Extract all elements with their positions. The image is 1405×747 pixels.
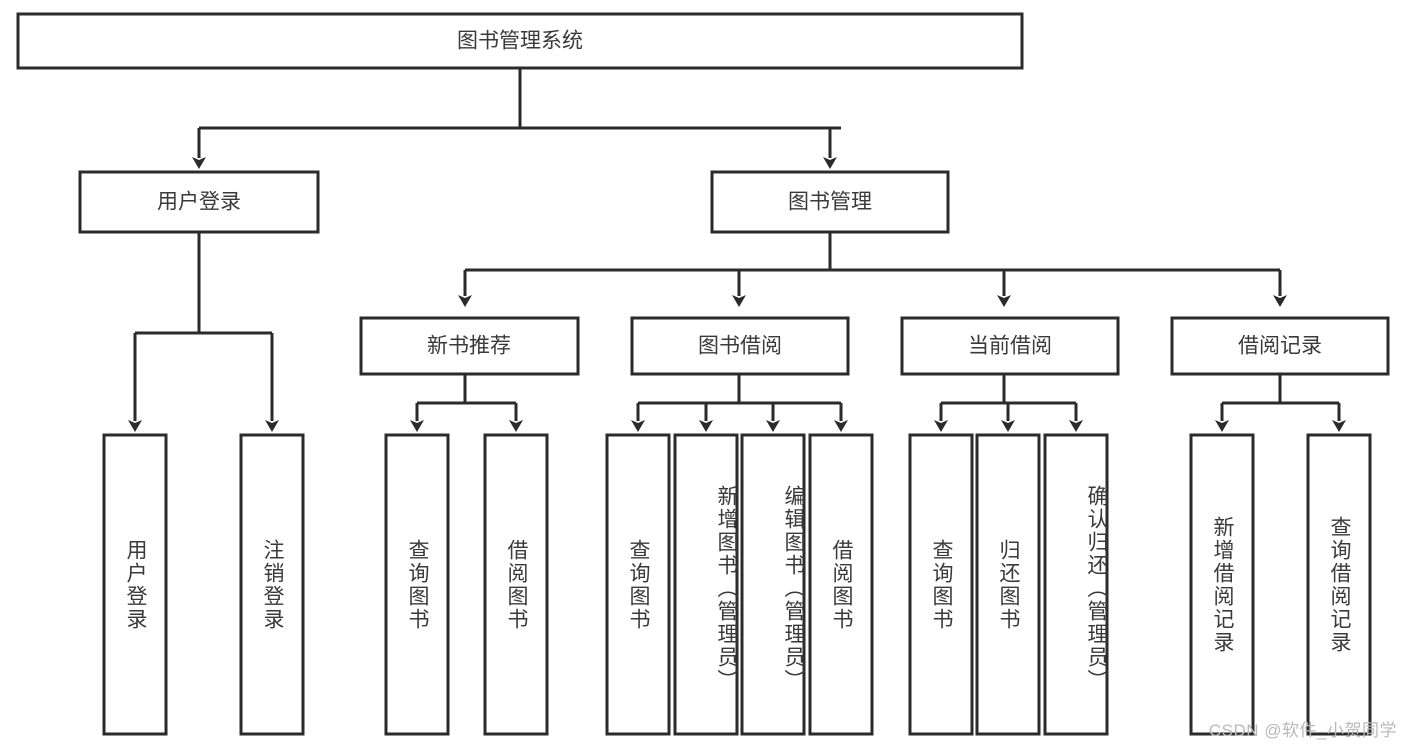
connectors-current-borrow-to-leaves bbox=[934, 374, 1083, 432]
connectors-borrow-record-to-leaves bbox=[1215, 374, 1346, 432]
leaf-user-login-box[interactable] bbox=[102, 433, 168, 736]
node-book-management-box[interactable] bbox=[710, 170, 950, 234]
connectors-book-management-to-level3 bbox=[458, 232, 1287, 307]
leaf-query-record-box[interactable] bbox=[1306, 433, 1372, 736]
leaf-confirm-return-box[interactable] bbox=[1043, 433, 1109, 736]
node-new-book-recommend-label: 新书推荐 bbox=[427, 335, 511, 358]
node-user-login-label: 用户登录 bbox=[157, 191, 241, 214]
node-book-borrow[interactable]: 图书借阅 bbox=[630, 316, 850, 376]
node-borrow-record-box[interactable] bbox=[1170, 316, 1390, 376]
node-current-borrow[interactable]: 当前借阅 bbox=[900, 316, 1120, 376]
connectors-new-book-recommend-to-leaves bbox=[410, 374, 523, 432]
connectors-book-borrow-to-leaves bbox=[631, 374, 848, 432]
leaf-boxes-current-borrow bbox=[908, 433, 1109, 736]
connectors-level1-to-level2 bbox=[192, 68, 841, 169]
leaf-add-book-box[interactable] bbox=[673, 433, 739, 736]
leaf-boxes-user-login bbox=[102, 433, 305, 736]
leaf-query-book-2-box[interactable] bbox=[605, 433, 671, 736]
node-root-box[interactable] bbox=[16, 12, 1024, 70]
leaf-logout-login-box[interactable] bbox=[239, 433, 305, 736]
node-current-borrow-label: 当前借阅 bbox=[968, 335, 1052, 358]
node-user-login[interactable]: 用户登录 bbox=[78, 170, 320, 234]
node-book-management-label: 图书管理 bbox=[788, 191, 872, 214]
node-current-borrow-box[interactable] bbox=[900, 316, 1120, 376]
node-new-book-recommend[interactable]: 新书推荐 bbox=[359, 316, 580, 376]
node-book-management[interactable]: 图书管理 bbox=[710, 170, 950, 234]
node-borrow-record-label: 借阅记录 bbox=[1238, 335, 1322, 358]
csdn-watermark: CSDN @软件_小贺同学 bbox=[1208, 721, 1397, 740]
leaf-return-book-box[interactable] bbox=[975, 433, 1041, 736]
leaf-borrow-book-1-box[interactable] bbox=[483, 433, 549, 736]
node-borrow-record[interactable]: 借阅记录 bbox=[1170, 316, 1390, 376]
leaf-query-book-3-box[interactable] bbox=[908, 433, 974, 736]
node-book-borrow-label: 图书借阅 bbox=[698, 335, 782, 358]
node-new-book-recommend-box[interactable] bbox=[359, 316, 580, 376]
node-book-borrow-box[interactable] bbox=[630, 316, 850, 376]
leaf-query-book-1-box[interactable] bbox=[384, 433, 450, 736]
node-root-label: 图书管理系统 bbox=[457, 30, 583, 53]
leaf-borrow-book-2-box[interactable] bbox=[808, 433, 874, 736]
node-user-login-box[interactable] bbox=[78, 170, 320, 234]
leaf-edit-book-box[interactable] bbox=[740, 433, 806, 736]
connectors-user-login-to-leaves bbox=[128, 232, 279, 432]
leaf-boxes-book-borrow bbox=[605, 433, 874, 736]
leaf-boxes-borrow-record bbox=[1189, 433, 1372, 736]
leaf-add-record-box[interactable] bbox=[1189, 433, 1255, 736]
leaf-boxes-new-book-recommend bbox=[384, 433, 549, 736]
node-root[interactable]: 图书管理系统 bbox=[16, 12, 1024, 70]
